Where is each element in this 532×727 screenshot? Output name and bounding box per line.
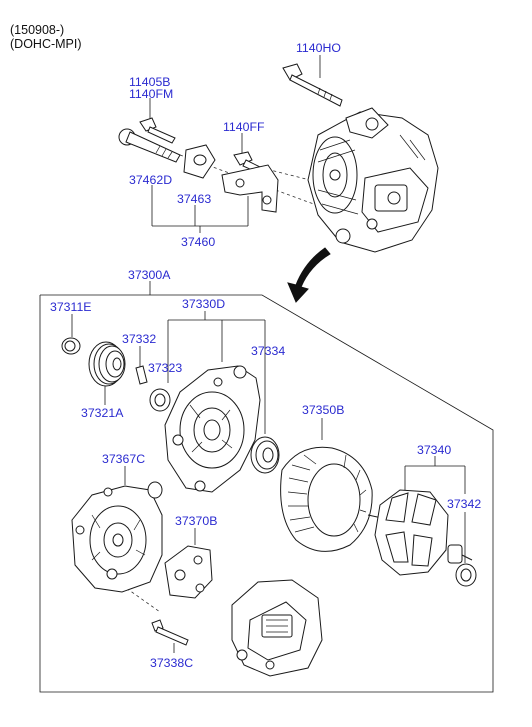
alternator-assembly	[307, 107, 439, 253]
label-37321A: 37321A	[81, 406, 124, 420]
label-37311E: 37311E	[50, 300, 91, 314]
label-37340: 37340	[417, 443, 451, 457]
pulley-37321A	[88, 341, 126, 387]
bearing-37342	[455, 563, 477, 587]
explode-arrow	[287, 247, 331, 303]
bracket-37462D	[221, 164, 279, 213]
label-37370B: 37370B	[175, 514, 217, 528]
bolt-1140FM	[139, 117, 176, 144]
label-37332: 37332	[122, 332, 156, 346]
bearing-37334	[250, 436, 280, 474]
cap-37311E	[61, 337, 81, 355]
label-37462D: 37462D	[129, 173, 172, 187]
front-housing-37330D	[164, 365, 261, 493]
label-37350B: 37350B	[302, 403, 344, 417]
label-37338C: 37338C	[150, 656, 193, 670]
kit-outline	[39, 294, 494, 693]
label-1140FF: 1140FF	[223, 120, 265, 134]
rotor-37340	[367, 489, 473, 576]
label-37323: 37323	[148, 361, 182, 375]
rear-cover	[231, 579, 323, 677]
label-37334: 37334	[251, 344, 285, 358]
label-37367C: 37367C	[102, 452, 145, 466]
stator-37350B	[280, 446, 373, 552]
label-37460: 37460	[181, 235, 215, 249]
pin-37332	[135, 365, 148, 385]
bolt-37338C	[151, 619, 189, 646]
label-37463: 37463	[177, 192, 211, 206]
bolt-11405B	[118, 128, 181, 163]
bolt-1140HO	[282, 63, 343, 107]
header-engine: (DOHC-MPI)	[10, 37, 82, 51]
label-1140FM: 1140FM	[129, 87, 173, 101]
label-37342: 37342	[447, 497, 481, 511]
label-1140HO: 1140HO	[296, 41, 341, 55]
part-labels: 1140HO 11405B 1140FM 1140FF 37462D 37463…	[50, 41, 481, 670]
label-37300A: 37300A	[128, 268, 171, 282]
bearing-37323	[149, 388, 171, 412]
header-date: (150908-)	[10, 23, 65, 37]
rear-housing-37367C	[71, 481, 163, 593]
bushing-37463	[183, 144, 216, 179]
label-37330D: 37330D	[182, 297, 225, 311]
brush-holder-37370B	[164, 545, 213, 599]
label-11405B: 11405B	[129, 75, 170, 89]
leader-lines	[71, 55, 466, 653]
